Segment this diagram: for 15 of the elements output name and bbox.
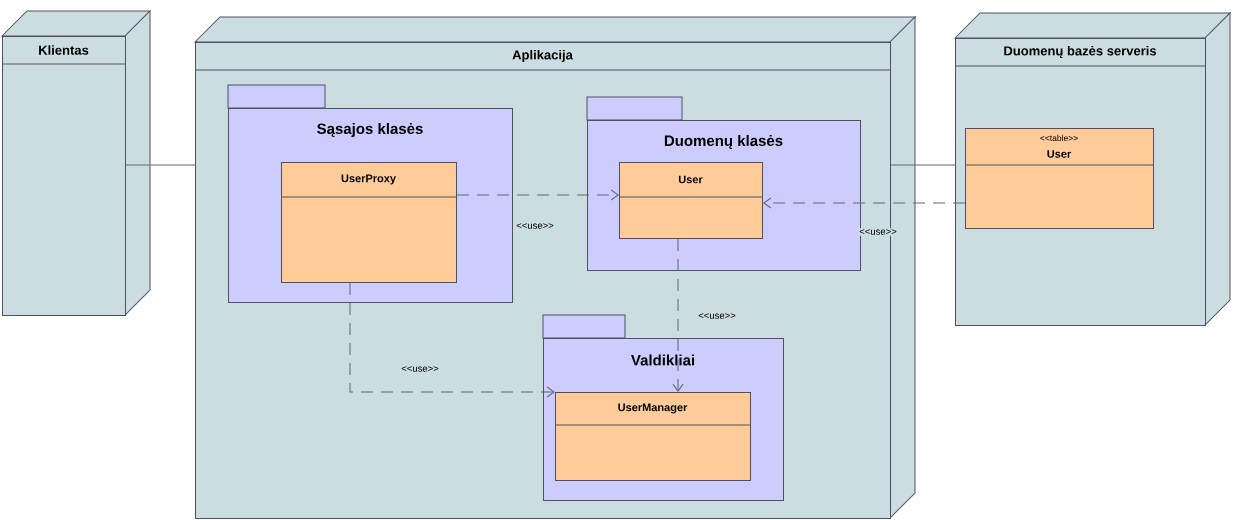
- edge-label: <<use>>: [858, 228, 898, 236]
- deployment-node: Klientas: [1, 10, 151, 316]
- edge-label: <<use>>: [515, 222, 555, 230]
- class-box: <<table>> User: [964, 128, 1154, 229]
- edge-label: <<use>>: [400, 365, 440, 373]
- connector: [349, 282, 555, 398]
- class-box: User: [618, 162, 763, 239]
- connector: [763, 197, 966, 209]
- connector: [125, 164, 196, 166]
- connector: [672, 238, 684, 392]
- connector: [456, 189, 619, 201]
- connector: [890, 164, 956, 166]
- edge-label: <<use>>: [697, 312, 737, 320]
- class-box: UserManager: [554, 392, 751, 481]
- class-box: UserProxy: [280, 162, 457, 283]
